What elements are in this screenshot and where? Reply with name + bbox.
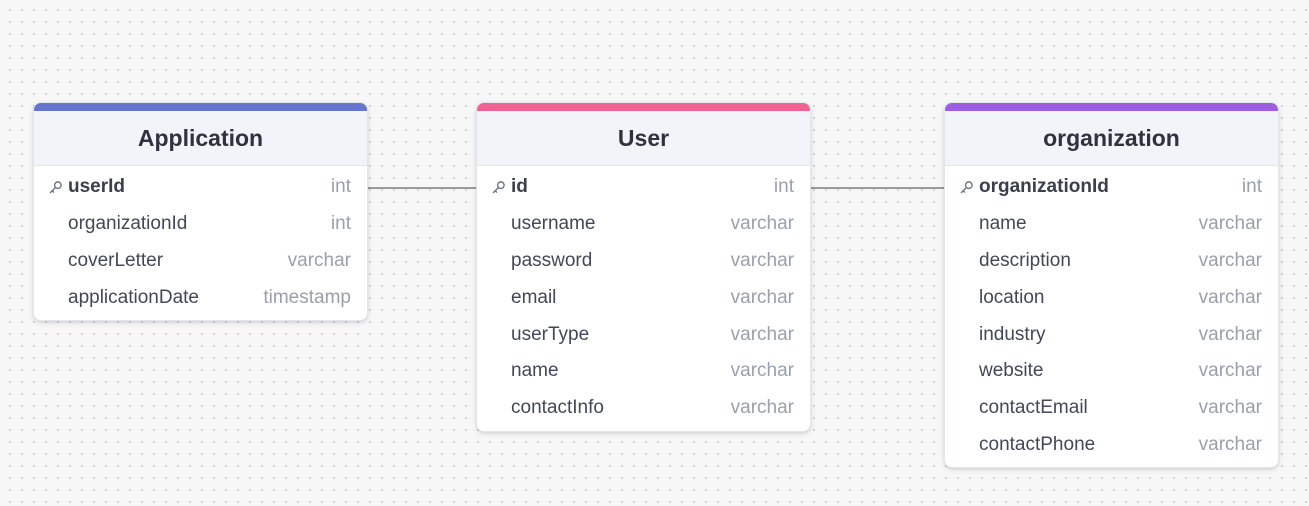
- table-row[interactable]: organizationId int: [34, 206, 367, 243]
- column-name: location: [979, 286, 1045, 308]
- table-user[interactable]: User id int username varchar password va…: [476, 102, 811, 432]
- column-name: id: [511, 176, 528, 198]
- key-icon: [48, 180, 68, 195]
- table-row[interactable]: applicationDate timestamp: [34, 279, 367, 316]
- table-row[interactable]: password varchar: [477, 243, 810, 280]
- column-type: int: [773, 176, 794, 198]
- table-row[interactable]: location varchar: [945, 279, 1278, 316]
- column-name: coverLetter: [68, 249, 164, 271]
- table-row[interactable]: userId int: [34, 169, 367, 206]
- column-type: varchar: [1198, 286, 1262, 308]
- table-row[interactable]: email varchar: [477, 279, 810, 316]
- table-title[interactable]: organization: [945, 111, 1278, 166]
- column-name: applicationDate: [68, 286, 199, 308]
- table-row[interactable]: organizationId int: [945, 169, 1278, 206]
- column-type: varchar: [730, 397, 794, 419]
- column-type: varchar: [287, 249, 351, 271]
- column-type: varchar: [730, 213, 794, 235]
- column-type: varchar: [1198, 323, 1262, 345]
- column-name: contactEmail: [979, 397, 1088, 419]
- column-name: contactPhone: [979, 433, 1096, 455]
- table-application[interactable]: Application userId int organizationId in…: [33, 102, 368, 322]
- column-type: int: [1241, 176, 1262, 198]
- table-row[interactable]: username varchar: [477, 206, 810, 243]
- column-name: website: [979, 360, 1044, 382]
- column-type: varchar: [730, 323, 794, 345]
- table-row[interactable]: userType varchar: [477, 316, 810, 353]
- table-title[interactable]: Application: [34, 111, 367, 166]
- column-type: varchar: [1198, 360, 1262, 382]
- column-type: timestamp: [263, 286, 351, 308]
- column-list: userId int organizationId int coverLette…: [34, 166, 367, 320]
- column-name: organizationId: [68, 213, 188, 235]
- column-type: varchar: [730, 360, 794, 382]
- column-name: username: [511, 213, 596, 235]
- table-accent-bar: [34, 103, 367, 111]
- column-type: varchar: [1198, 249, 1262, 271]
- column-type: varchar: [1198, 397, 1262, 419]
- column-name: name: [979, 213, 1027, 235]
- table-row[interactable]: description varchar: [945, 243, 1278, 280]
- column-name: name: [511, 360, 559, 382]
- key-icon: [491, 180, 511, 195]
- table-accent-bar: [477, 103, 810, 111]
- column-name: email: [511, 286, 557, 308]
- key-icon: [959, 180, 979, 195]
- table-row[interactable]: name varchar: [477, 353, 810, 390]
- table-organization[interactable]: organization organizationId int name var…: [944, 102, 1279, 469]
- column-type: varchar: [1198, 433, 1262, 455]
- table-row[interactable]: industry varchar: [945, 316, 1278, 353]
- table-row[interactable]: website varchar: [945, 353, 1278, 390]
- column-name: userId: [68, 176, 126, 198]
- table-row[interactable]: name varchar: [945, 206, 1278, 243]
- table-row[interactable]: contactPhone varchar: [945, 427, 1278, 464]
- column-name: industry: [979, 323, 1046, 345]
- column-type: varchar: [1198, 213, 1262, 235]
- column-name: contactInfo: [511, 397, 604, 419]
- column-type: int: [330, 213, 351, 235]
- column-name: password: [511, 249, 593, 271]
- table-row[interactable]: id int: [477, 169, 810, 206]
- column-type: varchar: [730, 286, 794, 308]
- table-title[interactable]: User: [477, 111, 810, 166]
- column-name: description: [979, 249, 1071, 271]
- table-accent-bar: [945, 103, 1278, 111]
- column-list: organizationId int name varchar descript…: [945, 166, 1278, 467]
- table-row[interactable]: contactEmail varchar: [945, 390, 1278, 427]
- table-row[interactable]: coverLetter varchar: [34, 243, 367, 280]
- column-name: userType: [511, 323, 590, 345]
- column-list: id int username varchar password varchar…: [477, 166, 810, 431]
- column-type: int: [330, 176, 351, 198]
- column-name: organizationId: [979, 176, 1109, 198]
- table-row[interactable]: contactInfo varchar: [477, 390, 810, 427]
- column-type: varchar: [730, 249, 794, 271]
